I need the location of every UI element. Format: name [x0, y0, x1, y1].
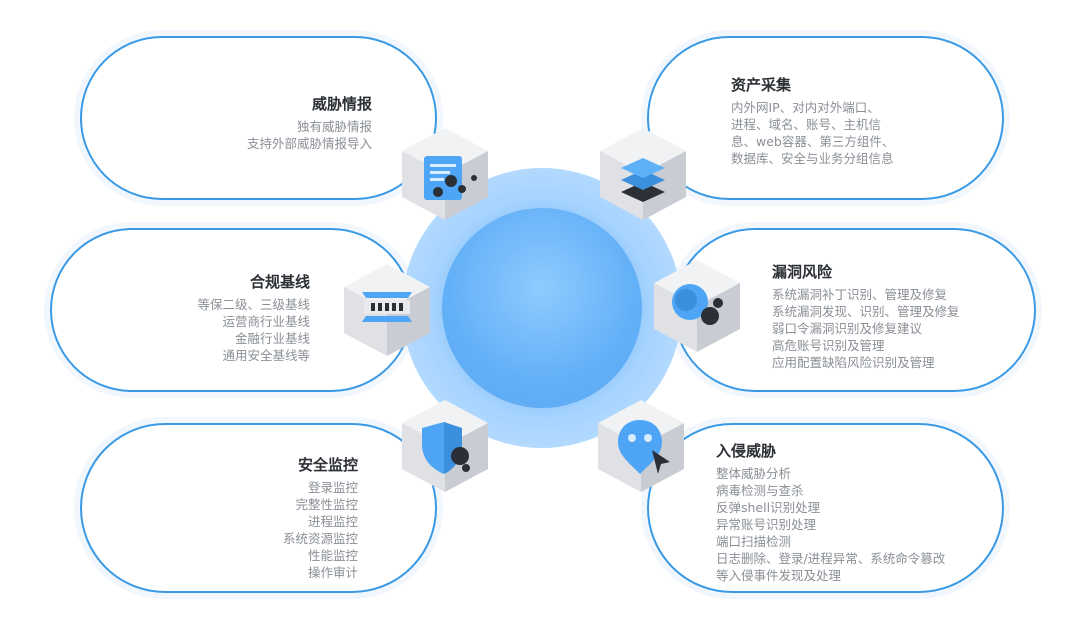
block-line: 内外网IP、对内对外端口、 [731, 100, 880, 115]
block-line: 操作审计 [307, 565, 358, 580]
block-line: 整体威胁分析 [716, 466, 792, 481]
block-line: 支持外部威胁情报导入 [246, 136, 372, 151]
pill-asset-collection [647, 36, 1004, 200]
block-title: 安全监控 [297, 456, 358, 474]
baseline-icon [344, 264, 430, 356]
block-asset-collection: 资产采集 内外网IP、对内对外端口、 进程、域名、账号、主机信 息、web容器、… [731, 75, 894, 167]
block-security-monitoring: 安全监控 登录监控 完整性监控 进程监控 系统资源监控 性能监控 操作审计 [283, 455, 358, 581]
pill-threat-intel [80, 36, 437, 200]
block-line: 息、web容器、第三方组件、 [731, 134, 895, 149]
block-line: 数据库、安全与业务分组信息 [731, 151, 894, 166]
layers-icon [600, 128, 686, 220]
block-threat-intel: 威胁情报 独有威胁情报 支持外部威胁情报导入 [247, 94, 372, 152]
block-line: 弱口令漏洞识别及修复建议 [772, 321, 923, 336]
block-title: 资产采集 [731, 76, 792, 94]
pill-security-monitoring [80, 423, 437, 593]
block-line: 病毒检测与查杀 [716, 483, 804, 498]
block-line: 应用配置缺陷风险识别及管理 [772, 355, 935, 370]
block-line: 系统漏洞补丁识别、管理及修复 [772, 287, 948, 302]
block-title: 入侵威胁 [716, 442, 777, 460]
intrusion-cursor-icon [598, 400, 684, 492]
block-line: 系统资源监控 [282, 531, 358, 546]
block-title: 威胁情报 [311, 95, 372, 113]
pill-intrusion-threat [647, 423, 1004, 593]
block-line: 异常账号识别处理 [716, 517, 817, 532]
block-line: 进程、域名、账号、主机信 [731, 117, 882, 132]
block-line: 通用安全基线等 [222, 348, 310, 363]
block-intrusion-threat: 入侵威胁 整体威胁分析 病毒检测与查杀 反弹shell识别处理 异常账号识别处理… [716, 441, 945, 584]
block-line: 金融行业基线 [234, 331, 310, 346]
center-circle-inner [442, 208, 642, 408]
block-compliance-baseline: 合规基线 等保二级、三级基线 运营商行业基线 金融行业基线 通用安全基线等 [197, 272, 310, 364]
block-vulnerability-risk: 漏洞风险 系统漏洞补丁识别、管理及修复 系统漏洞发现、识别、管理及修复 弱口令漏… [772, 262, 960, 371]
block-title: 漏洞风险 [772, 263, 833, 281]
block-line: 性能监控 [307, 548, 358, 563]
block-line: 进程监控 [307, 514, 358, 529]
block-line: 系统漏洞发现、识别、管理及修复 [772, 304, 960, 319]
shield-icon [402, 400, 488, 492]
vulnerability-icon [654, 260, 740, 352]
block-line: 日志删除、登录/进程异常、系统命令篡改 [716, 551, 946, 566]
block-line: 运营商行业基线 [222, 314, 310, 329]
document-icon [402, 128, 488, 220]
block-line: 等入侵事件发现及处理 [716, 568, 842, 583]
block-line: 等保二级、三级基线 [197, 297, 310, 312]
block-line: 高危账号识别及管理 [772, 338, 885, 353]
block-line: 独有威胁情报 [296, 119, 372, 134]
block-line: 端口扫描检测 [716, 534, 792, 549]
block-line: 完整性监控 [295, 497, 358, 512]
block-line: 登录监控 [307, 480, 358, 495]
block-line: 反弹shell识别处理 [716, 500, 821, 515]
block-title: 合规基线 [249, 273, 310, 291]
